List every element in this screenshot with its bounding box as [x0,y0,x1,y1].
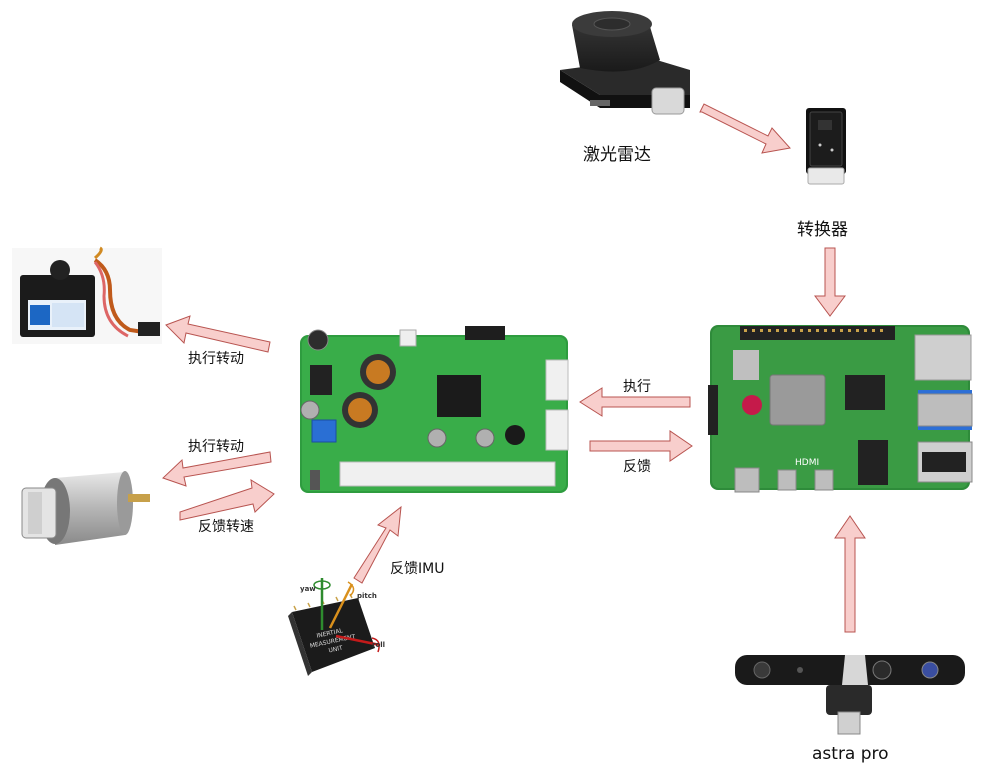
raspberry-pi-board-icon: HDMI [708,325,973,493]
converter-label: 转换器 [797,220,848,240]
arrow-lidar-to-converter [699,103,791,154]
arrow-camera-to-pi [834,515,866,633]
imu-axis-yaw: yaw [300,585,316,593]
arrow-controller-to-motor [162,451,272,487]
arrow-converter-to-pi [814,247,846,317]
imu-axis-pitch: pitch [357,592,377,600]
edge-label-motor-to-controller: 反馈转速 [198,519,254,535]
controller-board-icon [300,326,569,493]
camera-label: astra pro [812,744,889,764]
svg-text:HDMI: HDMI [795,458,819,468]
edge-label-controller-to-pi: 反馈 [623,459,651,475]
servo-motor-icon [12,246,162,344]
edge-label-imu-to-controller: 反馈IMU [390,561,445,577]
edge-label-pi-to-controller: 执行 [623,379,651,395]
lidar-label: 激光雷达 [583,145,651,165]
edge-label-controller-to-servo: 执行转动 [188,351,244,367]
depth-camera-icon [735,655,965,735]
arrow-controller-to-servo [165,315,271,353]
arrows [162,103,866,633]
lidar-icon [560,11,690,115]
edge-label-controller-to-motor: 执行转动 [188,439,244,455]
imu-axis-roll: roll [372,641,385,649]
arrow-controller-to-pi [589,430,693,462]
imu-chip-icon: INERTIAL MEASUREMENT UNIT yaw pitch roll [288,578,385,676]
dc-gear-motor-icon [21,471,150,545]
arrow-pi-to-controller [579,387,691,417]
arrow-motor-to-controller [179,479,275,521]
usb-converter-icon [806,108,846,185]
arrow-imu-to-controller [353,505,402,584]
imu-chip-text-3: UNIT [328,645,344,655]
